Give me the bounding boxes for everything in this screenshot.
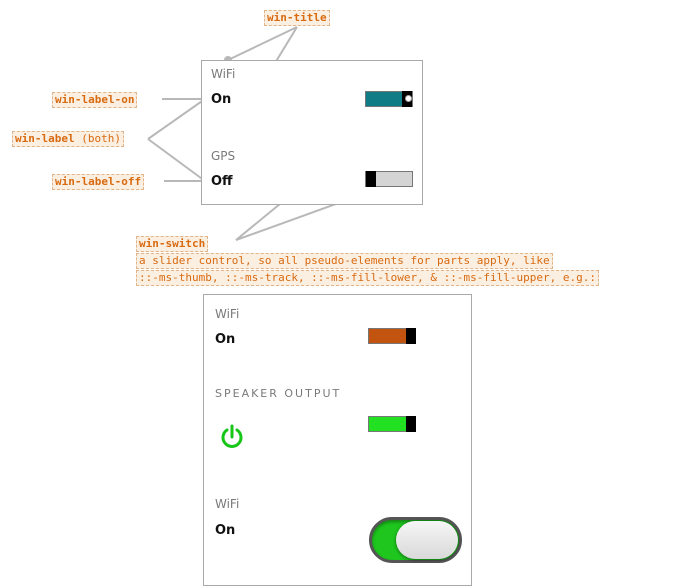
- win-label-off-callout: win-label-off: [52, 174, 145, 190]
- win-label-on-callout: win-label-on: [52, 92, 138, 108]
- win-label-both-code: win-label: [15, 132, 75, 145]
- speaker-toggle-switch[interactable]: [368, 416, 416, 432]
- gps-toggle-switch[interactable]: [365, 171, 413, 187]
- wifi1-fill-lower: [369, 329, 406, 343]
- top-settings-panel: WiFi On GPS Off: [201, 60, 423, 205]
- win-switch-callout: win-switch: [136, 236, 209, 252]
- win-switch-description-line2: ::-ms-thumb, ::-ms-track, ::-ms-fill-low…: [136, 270, 599, 286]
- win-title-callout: win-title: [264, 10, 330, 26]
- wifi2-pill-toggle-thumb[interactable]: [396, 521, 458, 559]
- gps-title: GPS: [211, 149, 236, 163]
- bottom-settings-panel: WiFi On SPEAKER OUTPUT WiFi On: [203, 294, 472, 586]
- gps-toggle-thumb[interactable]: [366, 171, 376, 187]
- win-label-both-suffix: (both): [74, 132, 121, 145]
- wifi1-title: WiFi: [215, 307, 240, 321]
- speaker-toggle-thumb[interactable]: [406, 416, 416, 432]
- wifi-toggle-switch[interactable]: [365, 91, 413, 107]
- wifi1-state-label: On: [215, 332, 236, 347]
- wifi1-toggle-thumb[interactable]: [406, 328, 416, 344]
- wifi2-pill-toggle-switch[interactable]: [369, 517, 462, 563]
- speaker-fill-lower: [369, 417, 406, 431]
- win-switch-description-line1: a slider control, so all pseudo-elements…: [136, 253, 553, 269]
- win-label-both-connector-on: [147, 98, 206, 140]
- win-label-both-callout: win-label (both): [12, 131, 124, 147]
- gps-state-label-off: Off: [211, 174, 233, 189]
- speaker-output-title: SPEAKER OUTPUT: [215, 387, 342, 400]
- power-icon[interactable]: [219, 423, 245, 451]
- wifi2-state-label: On: [215, 523, 236, 538]
- win-title-connector-wifi: [227, 26, 298, 61]
- wifi2-title: WiFi: [215, 497, 240, 511]
- wifi-fill-lower: [366, 92, 402, 106]
- win-label-both-connector-off: [147, 138, 206, 182]
- wifi-title: WiFi: [211, 67, 236, 81]
- wifi1-toggle-switch[interactable]: [368, 328, 416, 344]
- wifi-toggle-anchor-dot: [405, 95, 412, 102]
- wifi-state-label-on: On: [211, 92, 232, 107]
